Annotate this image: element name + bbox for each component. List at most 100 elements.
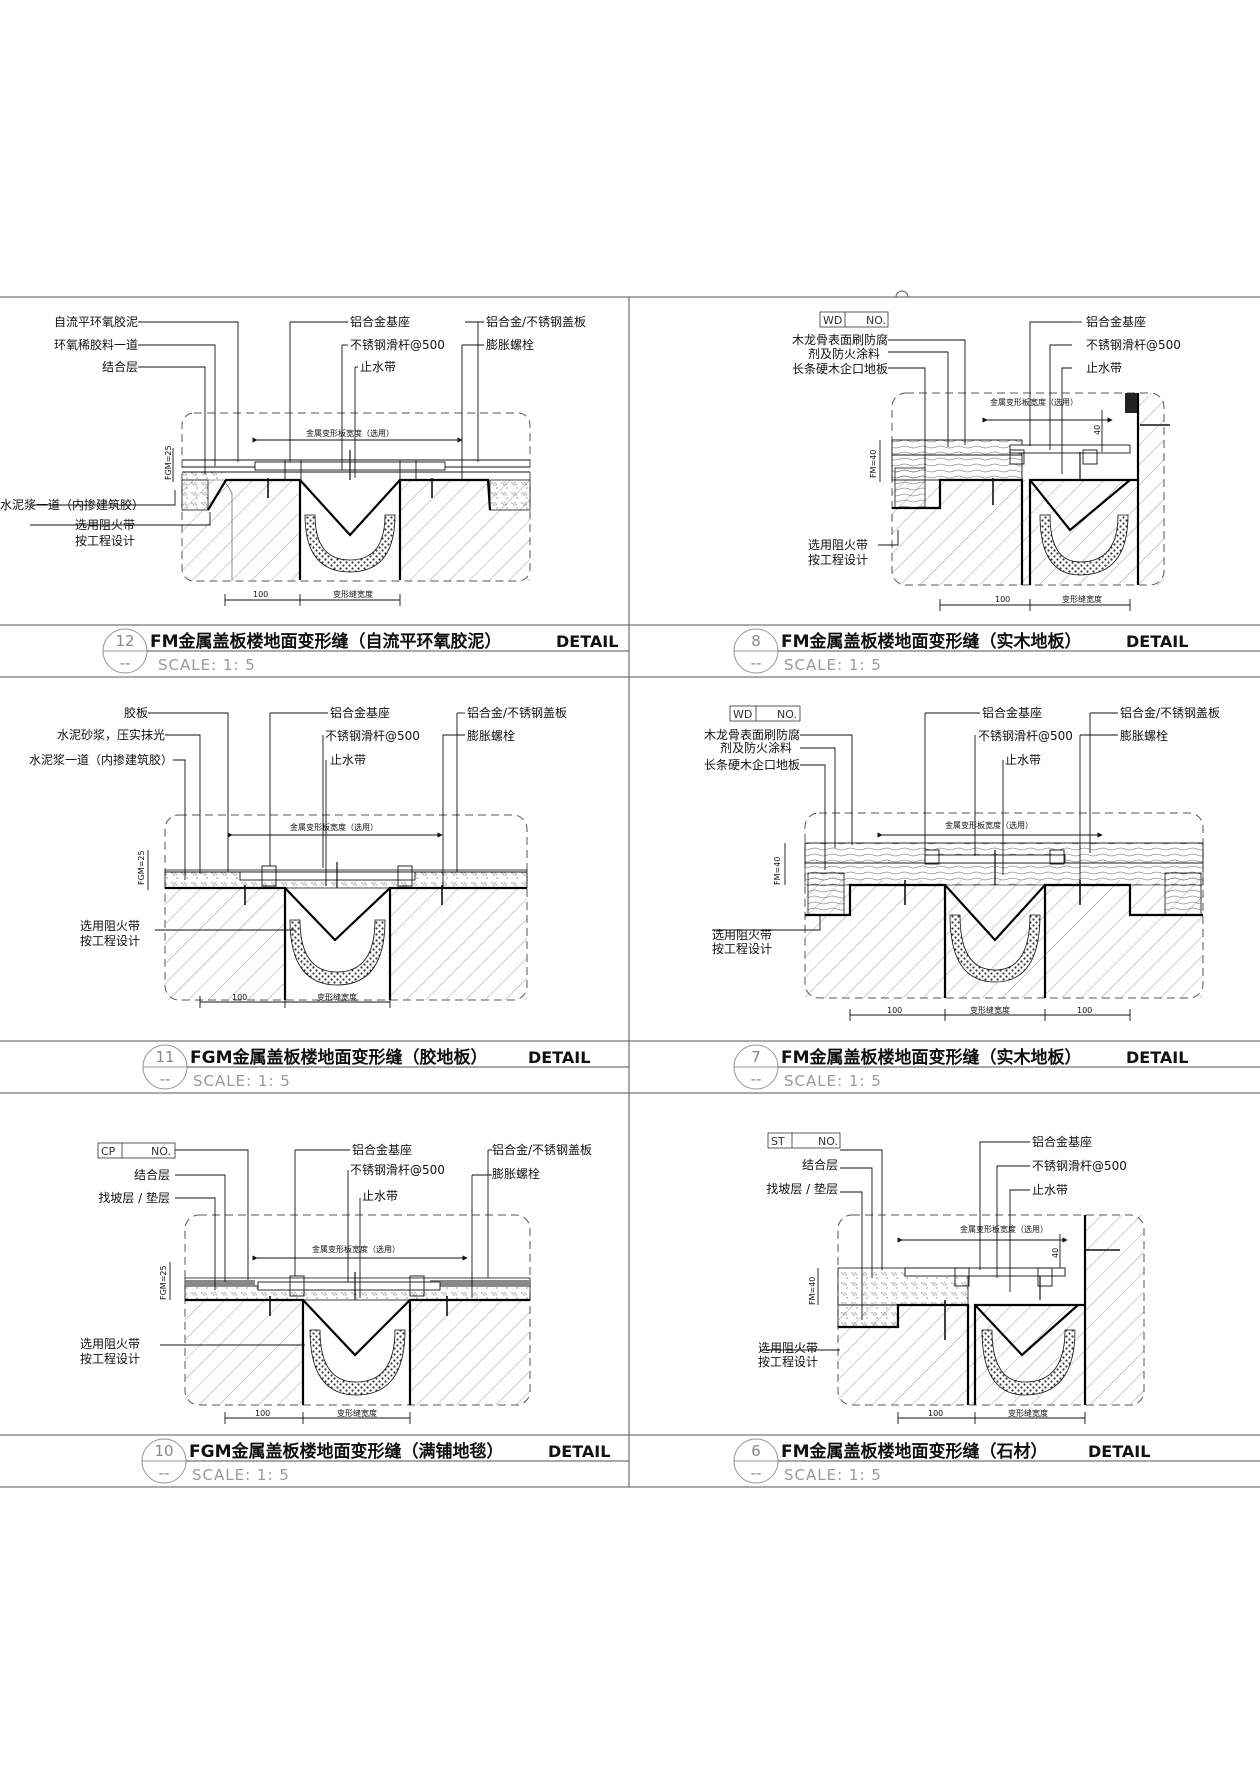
panel-8-dim-100: 100 — [995, 595, 1010, 604]
sheet-frame — [0, 290, 1260, 1488]
panel-8-side-dim: 40 — [1093, 425, 1102, 435]
panel-7-fire-band-2: 按工程设计 — [712, 941, 772, 956]
panel-6-layer-2: 找坡层 / 垫层 — [766, 1181, 838, 1196]
panel-6-fire-band-2: 按工程设计 — [758, 1354, 818, 1369]
panel-12-bolt: 膨胀螺栓 — [486, 337, 534, 352]
panel-11-thickness: FGM=25 — [137, 850, 146, 885]
panel-12-number: 12 — [115, 632, 134, 650]
panel-12-scale: SCALE: 1: 5 — [158, 656, 256, 674]
panel-6-waterstop: 止水带 — [1032, 1183, 1068, 1197]
panel-8-width-label: 金属变形板宽度（选用） — [990, 397, 1078, 407]
panel-8-scale: SCALE: 1: 5 — [784, 656, 882, 674]
panel-7-dim-100-left: 100 — [887, 1006, 902, 1015]
panel-10-layer-1: 结合层 — [134, 1167, 170, 1182]
panel-12-base: 铝合金基座 — [350, 314, 410, 329]
panel-12-title: FM金属盖板楼地面变形缝（自流平环氧胶泥） — [150, 631, 502, 652]
panel-11-fire-band-1: 选用阻火带 — [80, 919, 140, 933]
panel-6-scale: SCALE: 1: 5 — [784, 1466, 882, 1484]
panel-7-width-label: 金属变形板宽度（选用） — [945, 820, 1033, 830]
panel-10-title: FGM金属盖板楼地面变形缝（满铺地毯） — [189, 1441, 503, 1462]
panel-11-scale: SCALE: 1: 5 — [193, 1072, 291, 1090]
panel-11: 金属变形板宽度（选用） 100 变形缝宽度 FGM=25 — [29, 705, 629, 1090]
panel-10-rod: 不锈钢滑杆@500 — [350, 1163, 445, 1177]
panel-12-detail: DETAIL — [556, 632, 618, 651]
panel-12-rod: 不锈钢滑杆@500 — [350, 338, 445, 352]
panel-10-tag: CP — [101, 1145, 116, 1158]
panel-7-scale: SCALE: 1: 5 — [784, 1072, 882, 1090]
panel-8-layer-2: 剂及防火涂料 — [808, 346, 880, 361]
panel-8-joint-width: 变形缝宽度 — [1062, 594, 1102, 604]
panel-7-dashes: -- — [751, 1070, 762, 1088]
panel-7-layer-3: 长条硬木企口地板 — [704, 757, 800, 772]
panel-10-waterstop: 止水带 — [362, 1189, 398, 1203]
panel-8-thickness: FM=40 — [869, 450, 878, 478]
panel-8-waterstop: 止水带 — [1086, 361, 1122, 375]
panel-6-layer-1: 结合层 — [802, 1157, 838, 1172]
panel-12-thickness: FGM=25 — [164, 445, 173, 480]
panel-8-fire-band-1: 选用阻火带 — [808, 538, 868, 552]
panel-6-side-dim: 40 — [1051, 1248, 1060, 1258]
panel-12-title-block: 12 -- FM金属盖板楼地面变形缝（自流平环氧胶泥） DETAIL SCALE… — [102, 628, 629, 674]
panel-11-base: 铝合金基座 — [330, 705, 390, 720]
panel-12-waterstop: 止水带 — [360, 360, 396, 374]
panel-11-title-block: 11 -- FGM金属盖板楼地面变形缝（胶地板） DETAIL SCALE: 1… — [142, 1044, 629, 1090]
panel-8-title: FM金属盖板楼地面变形缝（实木地板） — [781, 631, 1082, 652]
panel-12-drawing: 金属变形板宽度（选用） 100 变形缝宽度 FGM=25 — [30, 321, 531, 606]
panel-11-waterstop: 止水带 — [330, 753, 366, 767]
panel-12-layer-3: 结合层 — [102, 359, 138, 374]
panel-8-layer-1: 木龙骨表面刷防腐 — [792, 332, 888, 347]
panel-12-slurry: 水泥浆一道（内掺建筑胶） — [0, 497, 144, 512]
panel-12-width-label: 金属变形板宽度（选用） — [306, 428, 394, 438]
panel-6-base: 铝合金基座 — [1032, 1134, 1092, 1149]
panel-10-fire-band-2: 按工程设计 — [80, 1351, 140, 1366]
panel-10-drawing: 金属变形板宽度（选用） 100 变形缝宽度 FGM=25 — [97, 1142, 531, 1424]
panel-6: 金属变形板宽度（选用） 40 100 变形缝宽度 FM=40 ST — [733, 1132, 1260, 1484]
panel-11-layer-3: 水泥浆一道（内掺建筑胶） — [29, 752, 173, 767]
panel-11-bolt: 膨胀螺栓 — [467, 728, 515, 743]
panel-11-detail: DETAIL — [528, 1048, 590, 1067]
panel-10-layer-2: 找坡层 / 垫层 — [98, 1190, 170, 1205]
panel-10-dim-100: 100 — [255, 1409, 270, 1418]
panel-6-number: 6 — [751, 1442, 761, 1460]
panel-12: 金属变形板宽度（选用） 100 变形缝宽度 FGM=25 — [0, 314, 629, 674]
panel-12-layer-1: 自流平环氧胶泥 — [54, 314, 138, 329]
panel-11-dashes: -- — [160, 1070, 171, 1088]
panel-6-joint-width: 变形缝宽度 — [1008, 1408, 1048, 1418]
panel-8-base: 铝合金基座 — [1086, 314, 1146, 329]
panel-7-layer-2: 剂及防火涂料 — [720, 740, 792, 755]
panel-6-detail: DETAIL — [1088, 1442, 1150, 1461]
panel-7: 金属变形板宽度（选用） 100 变形缝宽度 100 FM=40 — [704, 705, 1260, 1090]
panel-7-tag: WD — [733, 708, 752, 721]
panel-6-title: FM金属盖板楼地面变形缝（石材） — [781, 1441, 1048, 1462]
panel-6-width-label: 金属变形板宽度（选用） — [960, 1224, 1048, 1234]
panel-10-detail: DETAIL — [548, 1442, 610, 1461]
panel-10-joint-width: 变形缝宽度 — [337, 1408, 377, 1418]
panel-7-dim-100-right: 100 — [1077, 1006, 1092, 1015]
panel-10-cover: 铝合金/不锈钢盖板 — [492, 1142, 592, 1157]
panel-11-joint-width: 变形缝宽度 — [317, 992, 357, 1002]
panel-7-waterstop: 止水带 — [1005, 753, 1041, 767]
panel-10-no: NO. — [151, 1145, 171, 1158]
panel-7-base: 铝合金基座 — [982, 705, 1042, 720]
panel-10-title-block: 10 -- FGM金属盖板楼地面变形缝（满铺地毯） DETAIL SCALE: … — [141, 1438, 629, 1484]
panel-8: 金属变形板宽度（选用） 40 100 变形缝宽度 FM=40 — [733, 311, 1260, 674]
panel-6-tag: ST — [771, 1135, 785, 1148]
panel-11-layer-1: 胶板 — [124, 705, 148, 720]
panel-11-dim-100: 100 — [232, 993, 247, 1002]
panel-8-rod: 不锈钢滑杆@500 — [1086, 338, 1181, 352]
panel-8-title-block: 8 -- FM金属盖板楼地面变形缝（实木地板） DETAIL SCALE: 1:… — [733, 628, 1260, 674]
panel-7-detail: DETAIL — [1126, 1048, 1188, 1067]
panel-12-fire-band-1: 选用阻火带 — [75, 518, 135, 532]
panel-7-no: NO. — [777, 708, 797, 721]
panel-6-title-block: 6 -- FM金属盖板楼地面变形缝（石材） DETAIL SCALE: 1: 5 — [733, 1438, 1260, 1484]
panel-10-width-label: 金属变形板宽度（选用） — [312, 1244, 400, 1254]
panel-11-rod: 不锈钢滑杆@500 — [325, 729, 420, 743]
panel-11-number: 11 — [155, 1048, 174, 1066]
panel-7-layer-1: 木龙骨表面刷防腐 — [704, 727, 800, 742]
panel-6-fire-band-1: 选用阻火带 — [758, 1341, 818, 1355]
panel-11-drawing: 金属变形板宽度（选用） 100 变形缝宽度 FGM=25 — [137, 712, 528, 1008]
panel-7-number: 7 — [751, 1048, 761, 1066]
panel-7-bolt: 膨胀螺栓 — [1120, 728, 1168, 743]
panel-7-thickness: FM=40 — [773, 857, 782, 885]
